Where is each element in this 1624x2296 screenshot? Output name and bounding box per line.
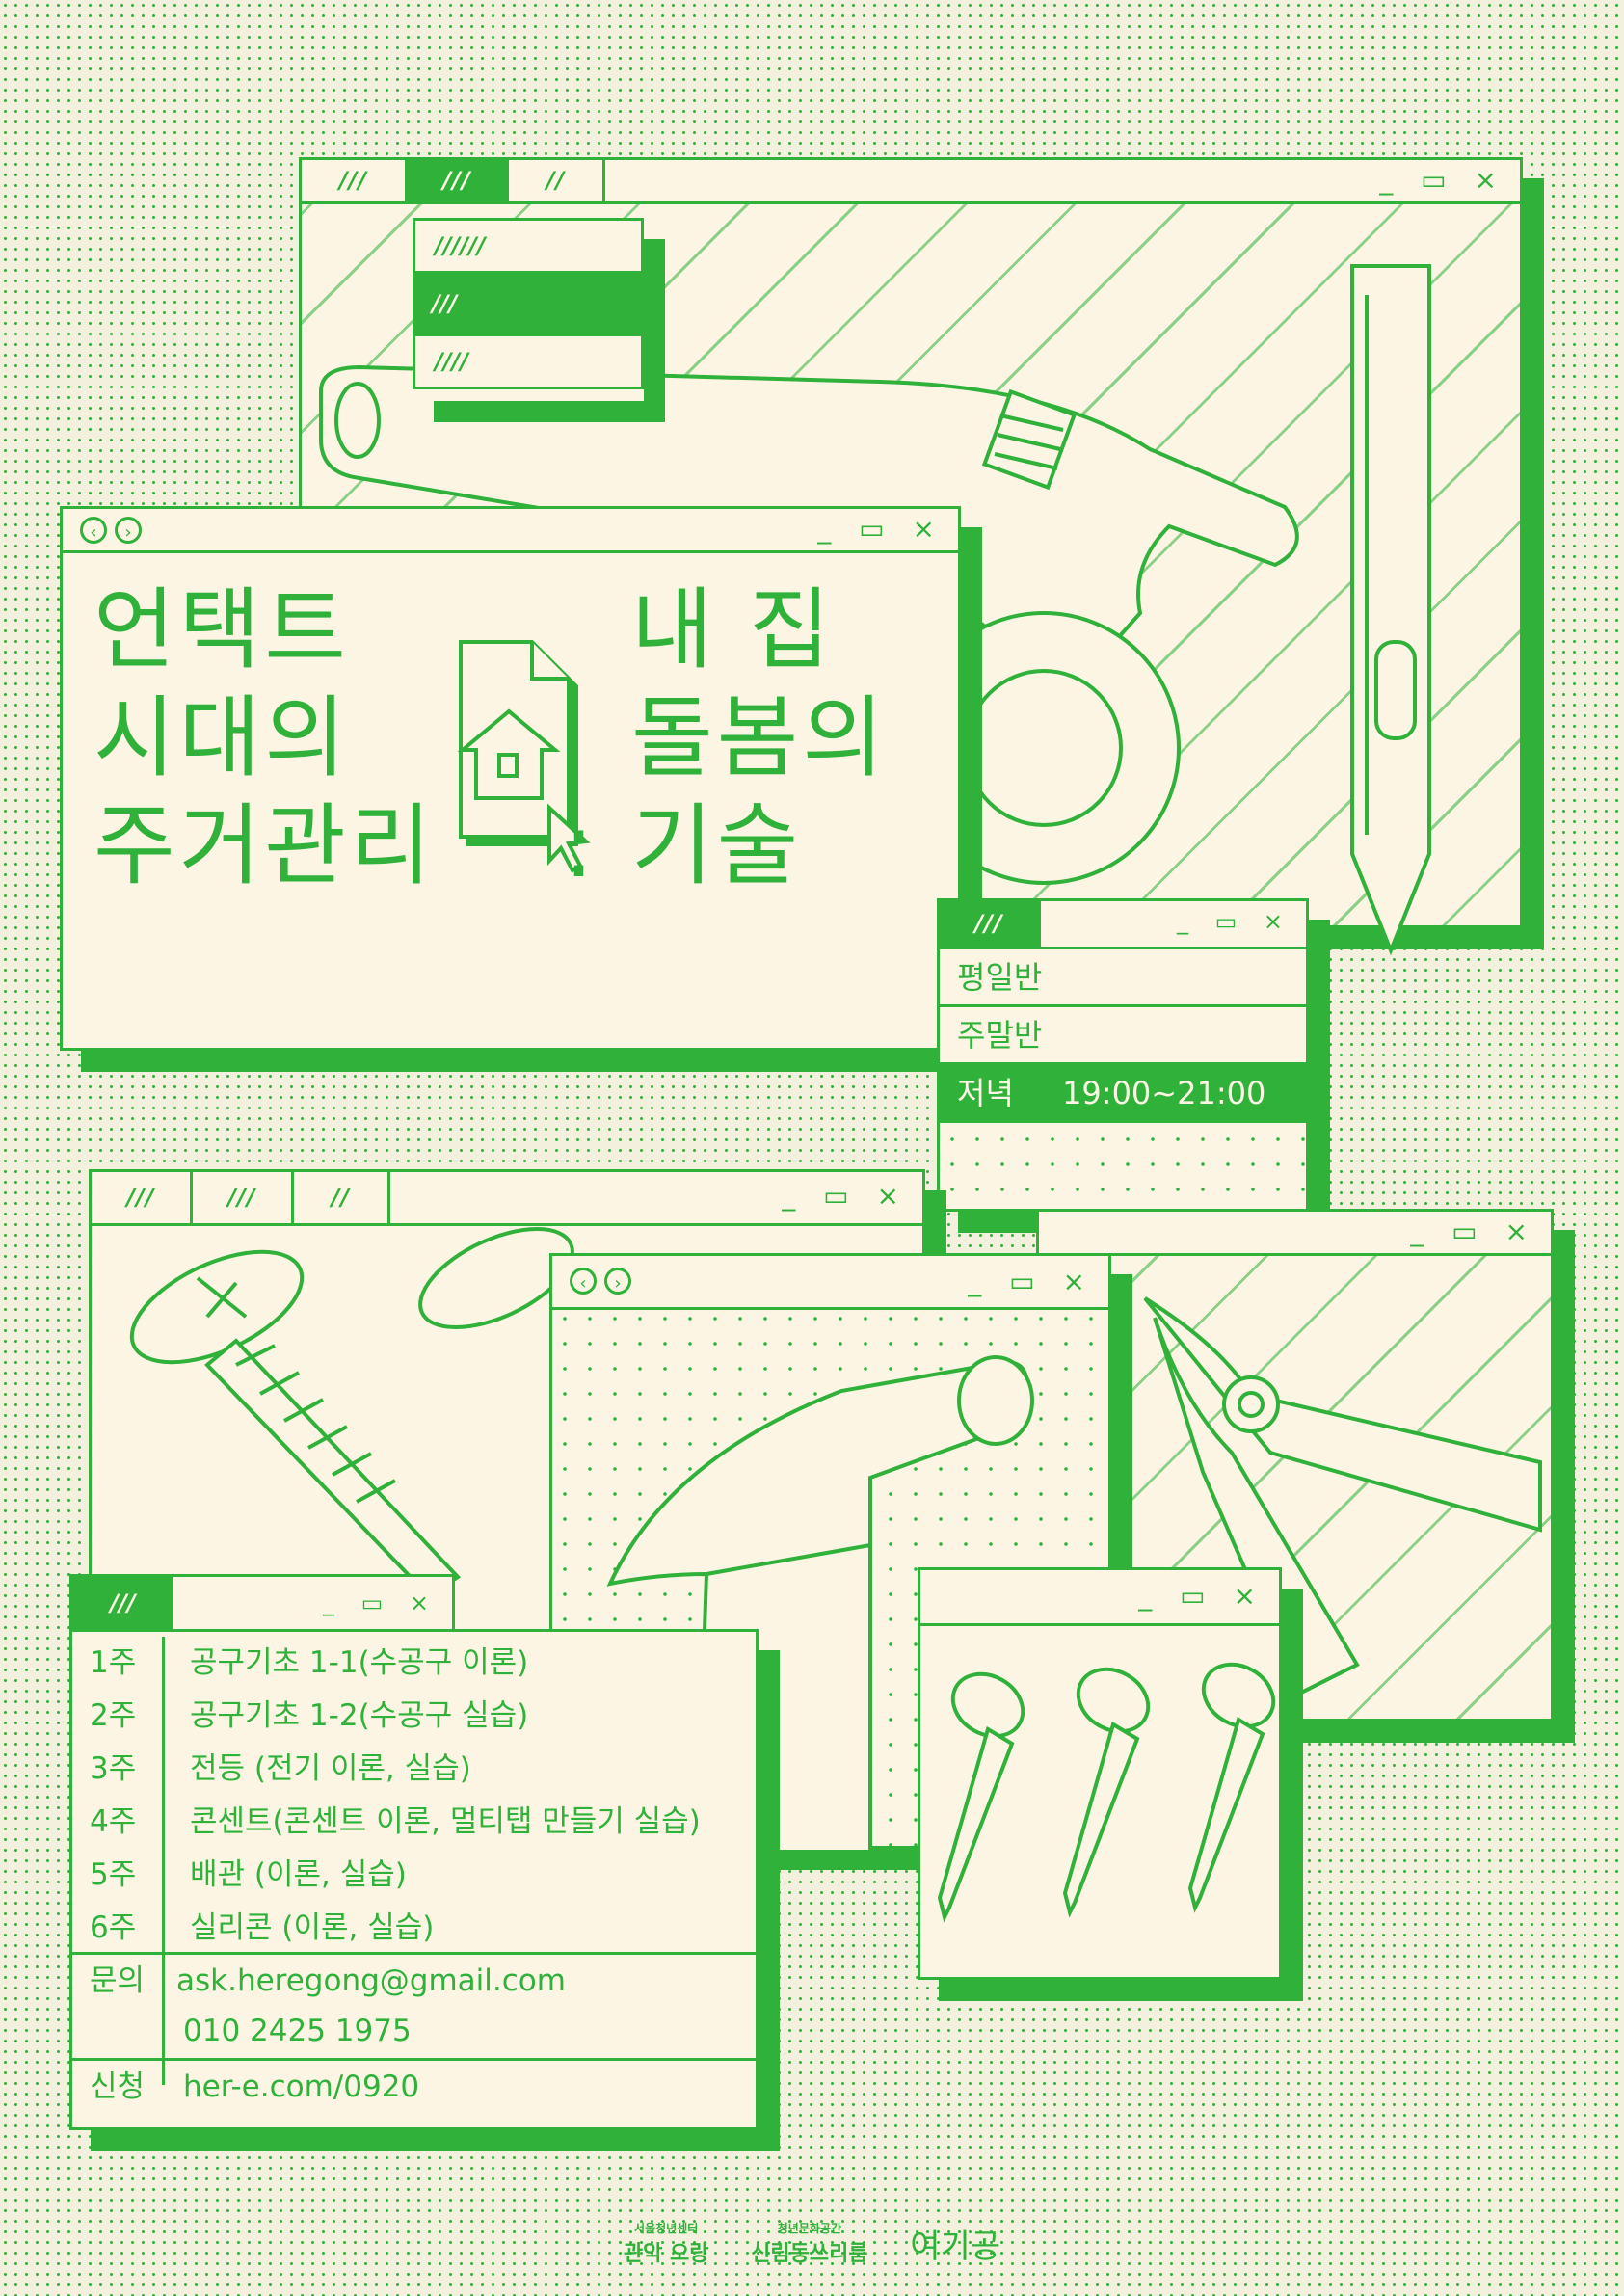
hammer-window-titlebar: ‹ › _ ▭ × xyxy=(552,1256,1108,1310)
window-controls[interactable]: _ ▭ × xyxy=(968,1266,1095,1297)
week-label: 4주 xyxy=(90,1804,137,1839)
wrench-window-titlebar: /// /// // _ ▭ × xyxy=(302,160,1520,204)
contact-label: 문의 xyxy=(90,1963,146,1998)
schedule-window: 1주 공구기초 1-1(수공구 이론) 2주 공구기초 1-2(수공구 실습) 3주… xyxy=(69,1629,759,2130)
schedule-row: 3주 전등 (전기 이론, 실습) xyxy=(72,1743,756,1796)
sponsor-logo-gwanak: 서울청년센터 관악 오랑 xyxy=(624,2220,709,2267)
nails-illustration xyxy=(937,1662,1276,1923)
forward-button[interactable]: › xyxy=(604,1268,631,1295)
title-line: 내 집 xyxy=(631,578,835,681)
week-label: 1주 xyxy=(90,1645,137,1680)
screw-window-titlebar: /// /// // _ ▭ × xyxy=(92,1172,922,1226)
title-line: 기술 xyxy=(631,794,803,897)
back-button[interactable]: ‹ xyxy=(80,517,107,544)
evening-time-value: 19:00~21:00 xyxy=(1062,1075,1266,1111)
window-controls[interactable]: _ ▭ × xyxy=(782,1180,909,1212)
tab-2[interactable]: /// xyxy=(408,160,509,201)
contact-row: 문의 ask.heregong@gmail.com 010 2425 1975 xyxy=(72,1955,756,2061)
title-right: 내 집 돌봄의 기술 xyxy=(631,576,888,900)
week-label: 5주 xyxy=(90,1857,137,1892)
menu-item-1[interactable]: ////// xyxy=(413,218,644,274)
menu-item-2[interactable]: /// xyxy=(413,274,644,334)
week-label: 6주 xyxy=(90,1910,137,1945)
title-line: 언택트 xyxy=(93,578,350,681)
weekend-class: 주말반 09.20~10.25(일) xyxy=(940,1007,1306,1109)
window-controls[interactable]: _ ▭ × xyxy=(1138,1580,1265,1612)
title-line: 주거관리 xyxy=(93,794,436,897)
evening-label: 저녁 xyxy=(957,1075,1014,1111)
nails-window-titlebar: _ ▭ × xyxy=(920,1570,1279,1626)
week-topic: 콘센트(콘센트 이론, 멀티탭 만들기 실습) xyxy=(190,1804,701,1839)
week-topic: 공구기초 1-2(수공구 실습) xyxy=(190,1698,529,1733)
schedule-row: 4주 콘센트(콘센트 이론, 멀티탭 만들기 실습) xyxy=(72,1796,756,1849)
home-document-icon xyxy=(457,640,591,873)
week-topic: 전등 (전기 이론, 실습) xyxy=(190,1751,471,1786)
menu-dropdown: ////// /// //// xyxy=(413,218,644,401)
week-label: 3주 xyxy=(90,1751,137,1786)
nails-window: _ ▭ × xyxy=(918,1567,1282,1980)
title-line: 돌봄의 xyxy=(631,686,888,789)
sponsor-logo-yeogigong: 여기공 xyxy=(910,2228,1001,2266)
sponsor-logo-gwanak-small: 서울청년센터 xyxy=(634,2222,699,2235)
window-controls[interactable]: _ ▭ × xyxy=(1379,164,1506,196)
contact-email[interactable]: ask.heregong@gmail.com xyxy=(176,1963,566,1998)
screw-illustration xyxy=(129,1226,574,1599)
sponsor-logo-gwanak-text: 관악 오랑 xyxy=(623,2242,709,2266)
evening-time: 저녁 19:00~21:00 xyxy=(940,1065,1306,1123)
back-button[interactable]: ‹ xyxy=(570,1268,597,1295)
weekday-class: 평일반 09.22~10.27(화) xyxy=(940,949,1306,1052)
schedule-row: 5주 배관 (이론, 실습) xyxy=(72,1849,756,1902)
apply-label: 신청 xyxy=(90,2069,146,2104)
info-window: /// _ ▭ × 평일반 09.22~10.27(화) 주말반 09.20~1… xyxy=(937,898,1309,1212)
week-label: 2주 xyxy=(90,1698,137,1733)
tab-3[interactable]: // xyxy=(294,1172,390,1223)
title-window-titlebar: ‹ › _ ▭ × xyxy=(63,509,958,553)
week-topic: 배관 (이론, 실습) xyxy=(190,1857,407,1892)
tab-3[interactable]: // xyxy=(509,160,605,201)
week-topic: 실리콘 (이론, 실습) xyxy=(190,1910,435,1945)
schedule-tab[interactable]: /// xyxy=(72,1577,173,1629)
sponsor-logo-sillim-text: 신림동쓰리룸 xyxy=(751,2242,868,2266)
title-window: ‹ › _ ▭ × 언택트 시대의 주거관리 : 내 집 돌봄의 기술 xyxy=(60,506,961,1051)
sponsor-logo-sillim: 청년문화공간 신림동쓰리룸 xyxy=(751,2220,867,2267)
tab-2[interactable]: /// xyxy=(193,1172,294,1223)
pliers-window-titlebar: _ ▭ × xyxy=(1039,1212,1551,1256)
info-window-titlebar: /// _ ▭ × xyxy=(940,901,1306,949)
title-line: 시대의 xyxy=(93,686,350,789)
pliers-illustration xyxy=(1143,1296,1542,1696)
week-topic: 공구기초 1-1(수공구 이론) xyxy=(190,1645,529,1680)
title-colon: : xyxy=(564,794,598,897)
apply-row: 신청 her-e.com/0920 xyxy=(72,2061,756,2114)
forward-button[interactable]: › xyxy=(115,517,142,544)
window-controls[interactable]: _ ▭ × xyxy=(322,1589,439,1616)
schedule-row: 1주 공구기초 1-1(수공구 이론) xyxy=(72,1637,756,1690)
info-tab[interactable]: /// xyxy=(940,901,1041,947)
sponsor-logos: 서울청년센터 관악 오랑 청년문화공간 신림동쓰리룸 여기공 xyxy=(0,2220,1624,2267)
contact-phone: 010 2425 1975 xyxy=(183,2014,412,2048)
sponsor-logo-sillim-small: 청년문화공간 xyxy=(777,2222,841,2235)
tab-1[interactable]: /// xyxy=(92,1172,193,1223)
tab-1[interactable]: /// xyxy=(302,160,408,201)
window-controls[interactable]: _ ▭ × xyxy=(817,513,945,545)
schedule-row: 2주 공구기초 1-2(수공구 실습) xyxy=(72,1690,756,1743)
menu-item-3[interactable]: //// xyxy=(413,334,644,389)
schedule-window-tab: /// _ ▭ × xyxy=(69,1574,455,1632)
window-controls[interactable]: _ ▭ × xyxy=(1410,1215,1537,1247)
window-controls[interactable]: _ ▭ × xyxy=(1176,908,1292,935)
title-left: 언택트 시대의 주거관리 xyxy=(93,576,436,900)
apply-url[interactable]: her-e.com/0920 xyxy=(183,2069,420,2104)
schedule-row: 6주 실리콘 (이론, 실습) xyxy=(72,1902,756,1955)
